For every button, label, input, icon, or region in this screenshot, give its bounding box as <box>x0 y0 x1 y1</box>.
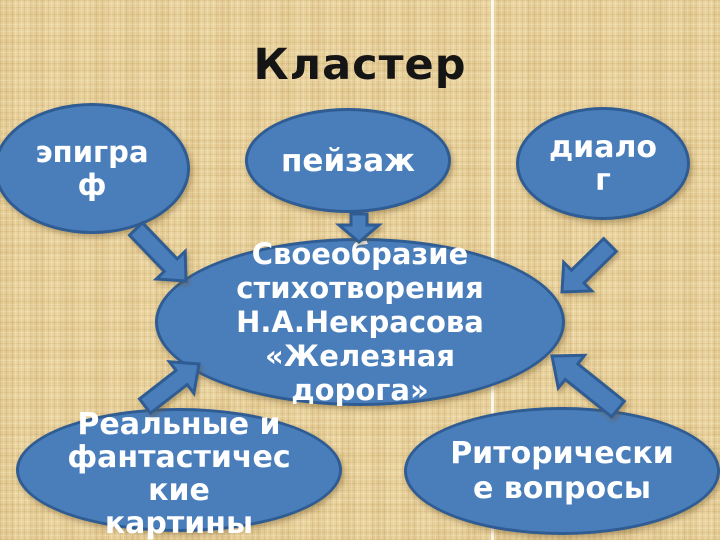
arrow-dialog-to-center[interactable] <box>560 236 619 294</box>
arrow-landscape-to-center[interactable] <box>334 212 384 244</box>
node-real-fantastic[interactable] <box>16 408 342 532</box>
arrow-epigraph-to-center[interactable] <box>127 220 188 283</box>
node-dialog[interactable] <box>516 107 690 220</box>
arrow-rhetorical-to-center[interactable] <box>550 353 627 419</box>
node-landscape[interactable] <box>245 108 451 213</box>
node-epigraph[interactable] <box>0 103 190 234</box>
node-rhetorical[interactable] <box>404 407 720 535</box>
node-center[interactable] <box>155 238 565 406</box>
slide-title: Кластер <box>253 40 467 90</box>
arrow-real-to-center[interactable] <box>137 359 201 416</box>
